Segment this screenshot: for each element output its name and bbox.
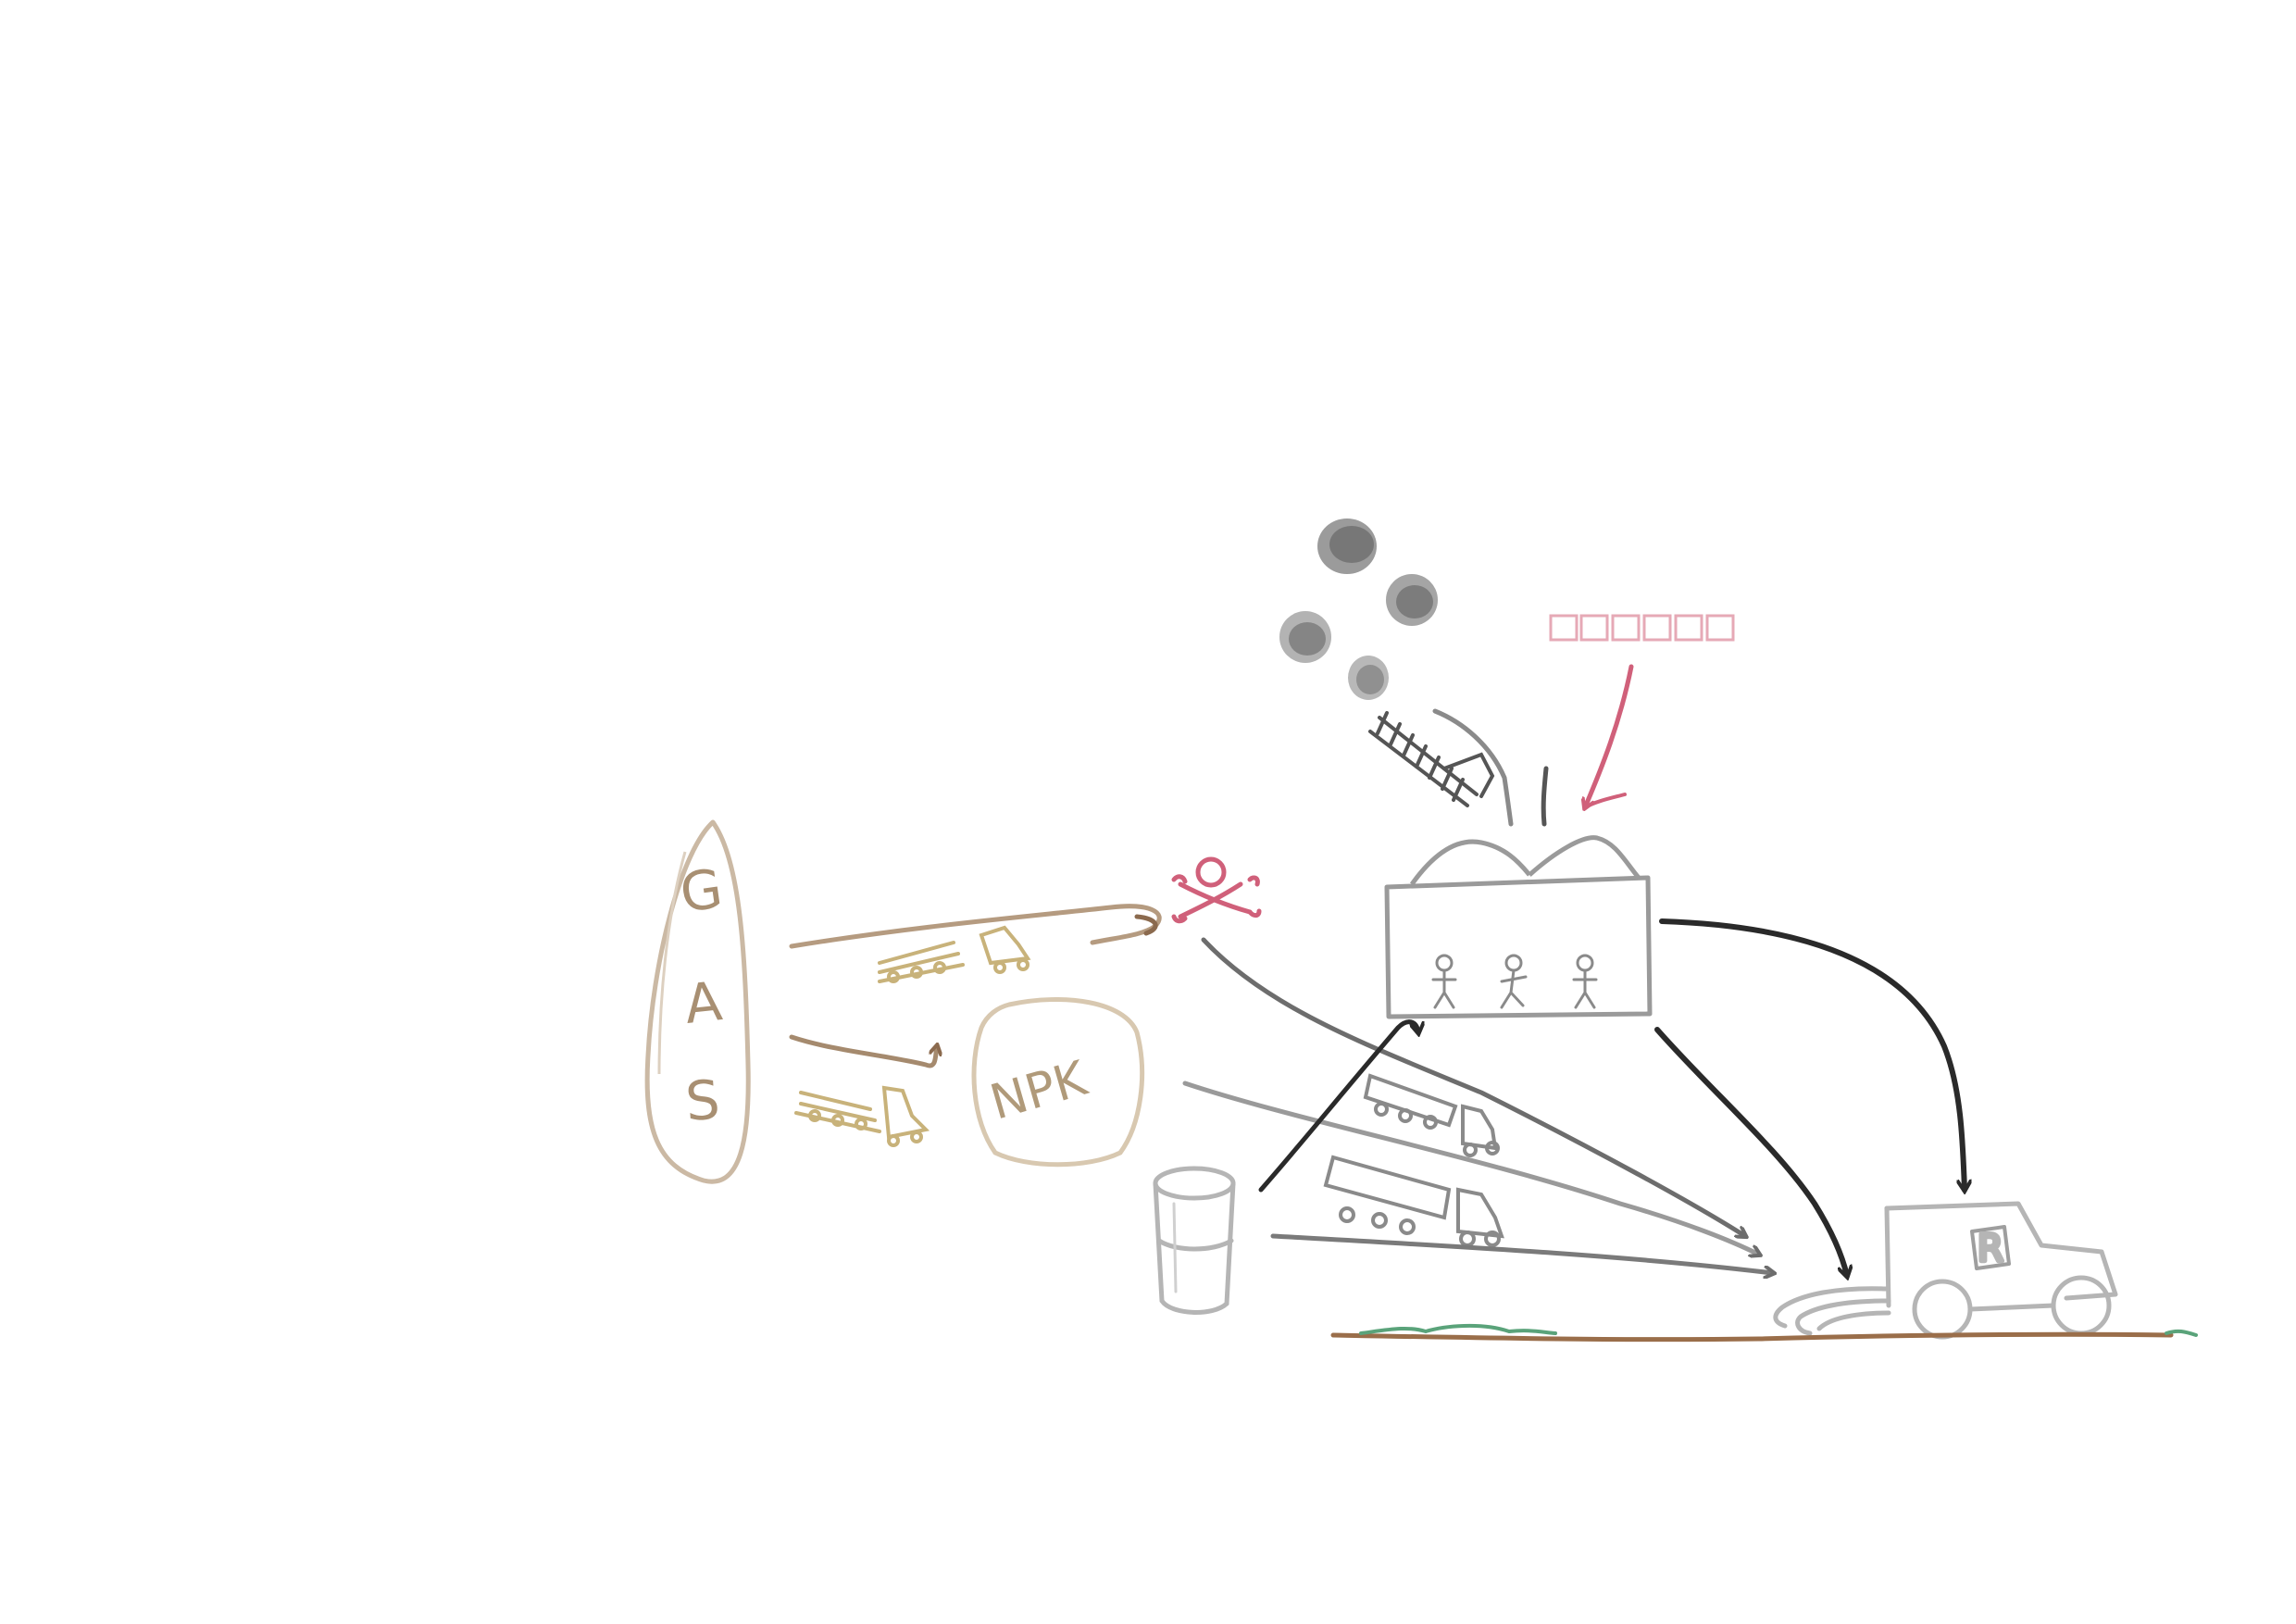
harvester-icon [1776, 1289, 1889, 1333]
oil-barrel-icon [1155, 1168, 1233, 1312]
gas-letter-s: S [683, 1068, 721, 1133]
truck-icon [1366, 1076, 1498, 1156]
factory-to-tractor-flow [1662, 921, 1965, 1190]
tractor-icon: R [1887, 1204, 2115, 1337]
tractor-mark: R [1978, 1228, 2003, 1270]
train-icon [1370, 713, 1492, 806]
factory-to-harvester-flow [1657, 1030, 1847, 1276]
gas-to-pesticide-flow [792, 906, 1159, 946]
gas-deposit-icon: G A S [647, 822, 748, 1181]
barrel-to-tractor-flow [1273, 1236, 1773, 1273]
worker-icon [1502, 956, 1526, 1007]
worker-icon [1574, 956, 1596, 1007]
poison-skull-icon [1174, 859, 1259, 921]
truck-icon [880, 928, 1028, 981]
pink-boxes [1551, 616, 1733, 640]
worker-icon [1433, 956, 1455, 1007]
gas-letter-a: A [681, 969, 725, 1036]
npk-fertilizer-icon: NPK [974, 999, 1142, 1164]
truck-icon [796, 1088, 926, 1145]
gas-letter-g: G [676, 856, 726, 925]
factory-icon [1387, 838, 1650, 1017]
pink-to-factory-arrow [1585, 667, 1631, 807]
truck-icon [1326, 1157, 1502, 1245]
gas-to-npk-flow [792, 1037, 937, 1066]
npk-label: NPK [984, 1051, 1094, 1131]
smoke-cloud-icon [1279, 518, 1438, 700]
